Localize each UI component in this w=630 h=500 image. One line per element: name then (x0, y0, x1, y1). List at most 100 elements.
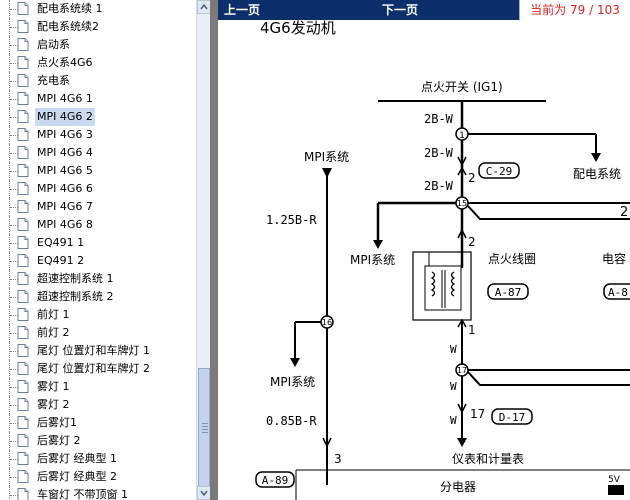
tree-item[interactable]: MPI 4G6 2 (0, 108, 196, 126)
tree-item-label: 后雾灯1 (37, 416, 77, 429)
document-icon (17, 164, 29, 177)
tree-item[interactable]: MPI 4G6 5 (0, 162, 196, 180)
tree-item-label: MPI 4G6 1 (37, 92, 93, 105)
svg-text:A-89: A-89 (262, 474, 289, 487)
next-page-link[interactable]: 下一页 (382, 3, 419, 17)
tree-item-label: MPI 4G6 8 (37, 218, 93, 231)
tree-item-label: 后雾灯 2 (37, 434, 81, 447)
tree-item[interactable]: MPI 4G6 6 (0, 180, 196, 198)
tree-item-label: 尾灯 位置灯和车牌灯 2 (37, 362, 150, 375)
tree-item[interactable]: 启动系 (0, 36, 196, 54)
page-indicator: 当前为 79 / 103 (519, 0, 630, 20)
svg-text:A-8: A-8 (608, 286, 628, 299)
junction-1-label: 1 (459, 131, 465, 141)
page-current: 79 (569, 3, 586, 17)
document-icon (17, 200, 29, 213)
panel-splitter[interactable] (210, 0, 218, 500)
tree-item-label: 后雾灯 经典型 1 (37, 452, 117, 465)
tree-item[interactable]: MPI 4G6 8 (0, 216, 196, 234)
tree-item-label: 超速控制系统 1 (37, 272, 114, 285)
capacitor-label: 电容 (602, 251, 626, 266)
tree-item[interactable]: 点火系4G6 (0, 54, 196, 72)
pin-17-label: 17 (470, 407, 485, 421)
document-icon (17, 236, 29, 249)
page-prefix: 当前为 (530, 3, 567, 17)
mpi-left-low-label: MPI系统 (270, 375, 315, 389)
document-icon (17, 434, 29, 447)
chevron-up-icon (200, 3, 208, 10)
tree-item[interactable]: 后雾灯 经典型 2 (0, 468, 196, 486)
wire-085br: 0.85B-R (266, 414, 317, 428)
tree-item[interactable]: 配电系统续 1 (0, 0, 196, 18)
tree-item[interactable]: 尾灯 位置灯和车牌灯 2 (0, 360, 196, 378)
document-icon (17, 38, 29, 51)
connector-c29 (478, 162, 520, 179)
mpi-left-top-label: MPI系统 (304, 150, 349, 164)
tree-item-label: MPI 4G6 7 (37, 200, 93, 213)
tree-item[interactable]: 前灯 1 (0, 306, 196, 324)
page-total: 103 (596, 3, 620, 17)
tree-item[interactable]: 超速控制系统 1 (0, 270, 196, 288)
tree-item[interactable]: 后雾灯 2 (0, 432, 196, 450)
tree-item[interactable]: 雾灯 1 (0, 378, 196, 396)
mpi-mid-label: MPI系统 (350, 253, 395, 267)
document-icon (17, 398, 29, 411)
tree-item[interactable]: 后雾灯1 (0, 414, 196, 432)
tree-item[interactable]: 前灯 2 (0, 324, 196, 342)
tree-item[interactable]: MPI 4G6 7 (0, 198, 196, 216)
diagram-title: 4G6发动机 (260, 20, 336, 37)
document-icon (17, 128, 29, 141)
tree-item[interactable]: 雾灯 2 (0, 396, 196, 414)
scrollbar-thumb[interactable] (198, 368, 210, 488)
tree-item-label: MPI 4G6 3 (37, 128, 93, 141)
document-icon (17, 182, 29, 195)
tree-item-label: EQ491 1 (37, 236, 85, 249)
ignition-coil-label: 点火线圈 (488, 252, 536, 266)
tree-item[interactable]: EQ491 2 (0, 252, 196, 270)
scroll-up-arrow[interactable] (197, 0, 211, 14)
document-icon (17, 56, 29, 69)
tree-item[interactable]: 充电系 (0, 72, 196, 90)
tree-item-label: MPI 4G6 6 (37, 182, 93, 195)
nav-bar: 上一页 下一页 当前为 79 / 103 (218, 0, 630, 20)
prev-page-link[interactable]: 上一页 (224, 3, 261, 17)
meter-label: 仪表和计量表 (452, 452, 524, 466)
document-icon (17, 2, 29, 15)
pin-3-label: 3 (334, 452, 342, 466)
tree-item-label: 尾灯 位置灯和车牌灯 1 (37, 344, 150, 357)
tree-item-label: 后雾灯 经典型 2 (37, 470, 117, 483)
distributor-label: 分电器 (440, 480, 476, 494)
document-icon (17, 326, 29, 339)
document-icon (17, 92, 29, 105)
document-icon (17, 308, 29, 321)
chevron-down-icon (200, 490, 208, 497)
tree-item-label: 前灯 2 (37, 326, 70, 339)
tree-item[interactable]: 车窗灯 不带顶窗 1 (0, 486, 196, 500)
tree-item-label: 前灯 1 (37, 308, 70, 321)
tree-item[interactable]: MPI 4G6 3 (0, 126, 196, 144)
svg-text:D-17: D-17 (499, 411, 526, 424)
pin-2-right-label: 2 (620, 205, 628, 220)
tree-item-label: 超速控制系统 2 (37, 290, 114, 303)
document-icon (17, 488, 29, 500)
power-dist-label: 配电系统 (573, 167, 621, 181)
tree-item[interactable]: 超速控制系统 2 (0, 288, 196, 306)
wire-w-3: W (450, 414, 457, 427)
document-icon (17, 146, 29, 159)
tree-item[interactable]: 后雾灯 经典型 1 (0, 450, 196, 468)
wire-125br: 1.25B-R (266, 213, 317, 227)
tree-item[interactable]: EQ491 1 (0, 234, 196, 252)
pin-1-label: 1 (468, 323, 476, 337)
tree-item[interactable]: 配电系统续2 (0, 18, 196, 36)
wire-w-2: W (450, 380, 457, 393)
page-separator: / (589, 3, 594, 17)
connector-a89 (255, 471, 295, 488)
tree-item[interactable]: MPI 4G6 1 (0, 90, 196, 108)
tree-item[interactable]: 尾灯 位置灯和车牌灯 1 (0, 342, 196, 360)
tree-scrollbar[interactable] (196, 0, 211, 500)
document-icon (17, 254, 29, 267)
tree-item-label: 雾灯 1 (37, 380, 70, 393)
tree-item[interactable]: MPI 4G6 4 (0, 144, 196, 162)
scroll-down-arrow[interactable] (197, 486, 211, 500)
document-icon (17, 74, 29, 87)
